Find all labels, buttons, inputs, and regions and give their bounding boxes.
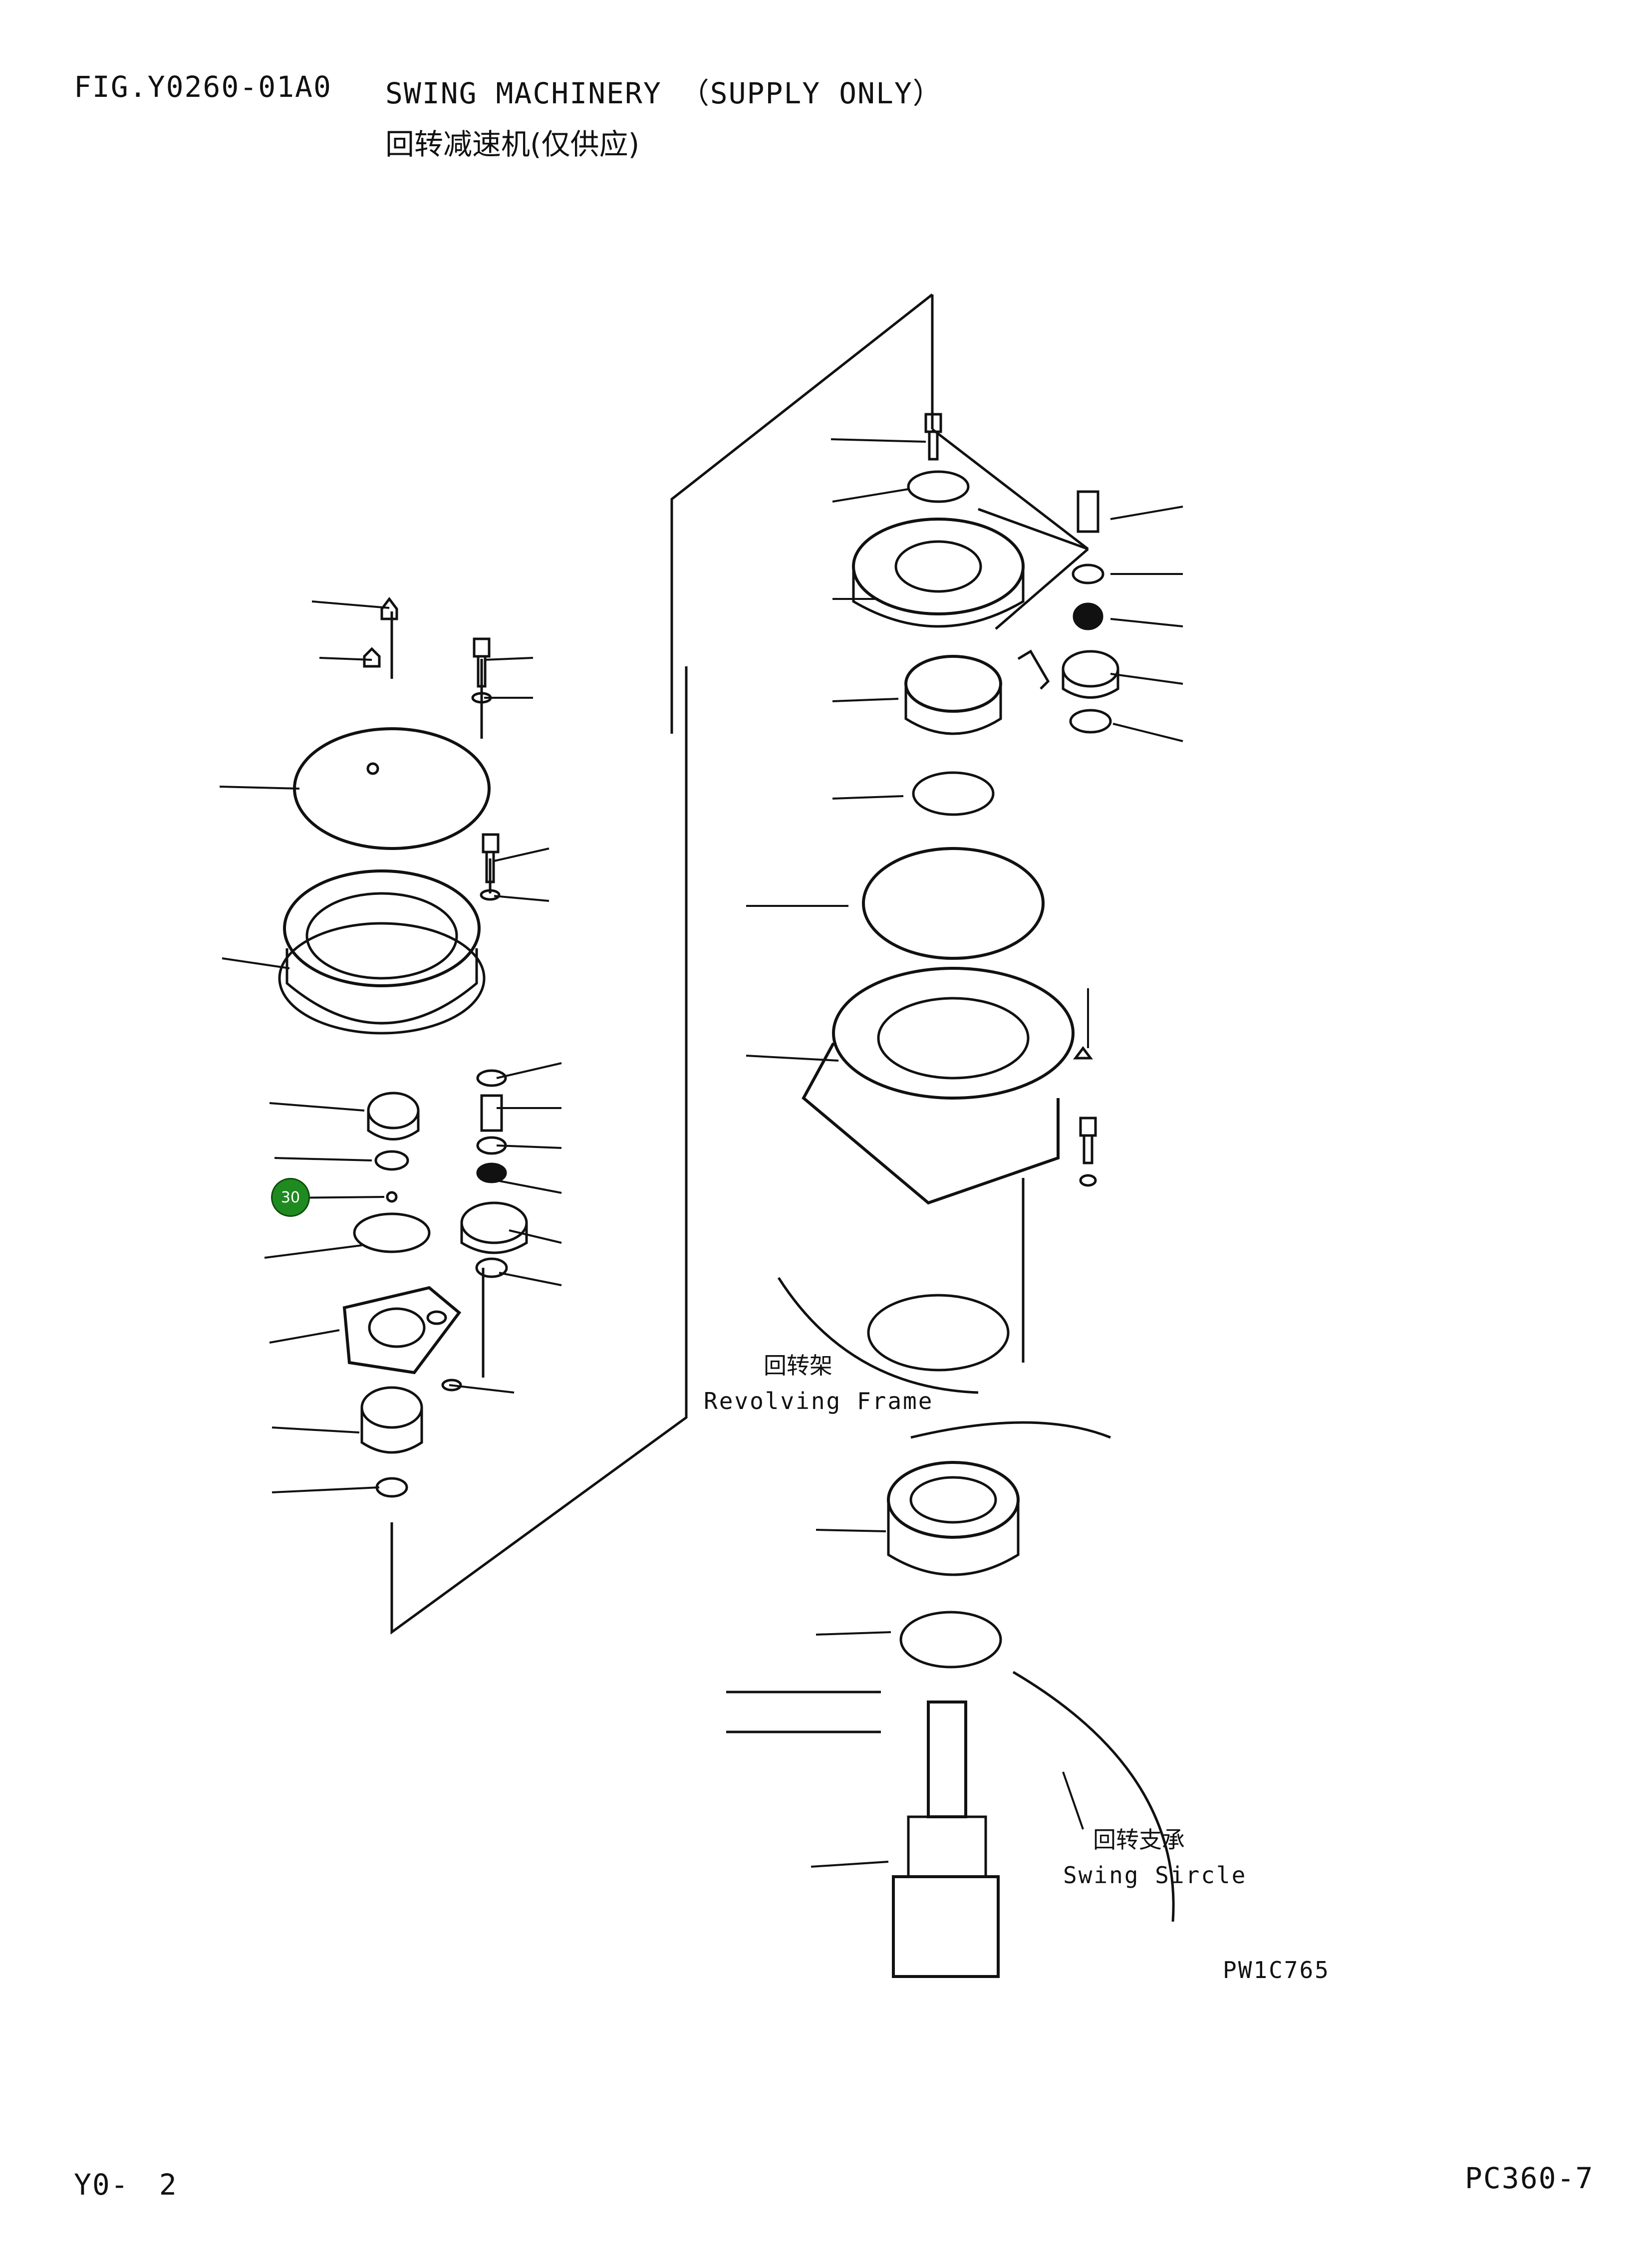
case-flange bbox=[832, 967, 1075, 1100]
figure-title-en: SWING MACHINERY （SUPPLY ONLY） bbox=[385, 76, 943, 110]
washer-upper bbox=[1072, 564, 1104, 584]
page-number: Y0- 2 bbox=[74, 2168, 178, 2202]
pinion-shaft bbox=[927, 1701, 967, 1818]
output-seal bbox=[899, 1611, 1002, 1669]
cover-plate bbox=[293, 727, 491, 850]
carrier-upper bbox=[852, 518, 1025, 615]
swing-circle-label-cn: 回转支承 bbox=[1093, 1826, 1185, 1853]
o-ring-large bbox=[862, 847, 1045, 960]
sun-gear bbox=[360, 1386, 423, 1429]
washer-case bbox=[1079, 1174, 1097, 1187]
thrust-plate bbox=[353, 1212, 431, 1253]
needle-bearing-upper bbox=[1073, 602, 1103, 630]
bolt-housing bbox=[482, 833, 500, 883]
ring-gear-inner bbox=[305, 892, 458, 980]
output-bearing bbox=[887, 1461, 1020, 1539]
cover-hole bbox=[366, 762, 379, 775]
item-30-callout[interactable]: 30 bbox=[271, 1178, 310, 1217]
drawing-code: PW1C765 bbox=[1223, 1957, 1330, 1984]
grease-fitting-upper bbox=[380, 596, 398, 620]
washer-cover bbox=[471, 692, 492, 704]
o-ring-carrier bbox=[441, 1379, 462, 1392]
revolving-frame-label-en: Revolving Frame bbox=[704, 1388, 934, 1415]
ring-gear-flange bbox=[278, 922, 486, 1035]
planet-gear-bearing bbox=[367, 1092, 420, 1130]
washer-lower bbox=[1069, 709, 1112, 734]
grease-fitting-lower bbox=[363, 647, 381, 668]
ball-30 bbox=[386, 1191, 398, 1203]
right-column-parts bbox=[726, 413, 1175, 1978]
machine-model: PC360-7 bbox=[1465, 2161, 1594, 2195]
swing-circle-label-en: Swing Sircle bbox=[1063, 1862, 1247, 1889]
bolt-cover bbox=[473, 637, 491, 688]
washer-housing bbox=[480, 889, 501, 901]
carrier-shaft bbox=[1077, 490, 1100, 533]
thrust-washer bbox=[374, 1150, 409, 1171]
ring-gear-body bbox=[285, 948, 478, 1025]
spacer-washer bbox=[476, 1136, 507, 1155]
left-column-parts bbox=[278, 596, 528, 1498]
snap-ring-lower bbox=[375, 1477, 408, 1498]
case-body bbox=[802, 1042, 1060, 1205]
needle-bearing bbox=[476, 1162, 507, 1183]
pinion-gear bbox=[892, 1875, 1000, 1978]
planet-washer bbox=[475, 1257, 508, 1278]
ring-gear-top bbox=[283, 869, 481, 987]
oil-seal bbox=[912, 771, 995, 816]
bolt-top bbox=[924, 413, 942, 461]
top-washer-plate bbox=[907, 470, 970, 503]
revolving-frame-label-cn: 回转架 bbox=[764, 1352, 832, 1379]
planet-gear bbox=[460, 1201, 528, 1244]
planet-gear-upper bbox=[1062, 650, 1119, 688]
bolt-case bbox=[1079, 1117, 1097, 1164]
assembly-guide-lines bbox=[390, 293, 1089, 1635]
carrier-plate bbox=[342, 1286, 462, 1375]
figure-title-cn: 回转减速机(仅供应) bbox=[385, 127, 640, 161]
spring-pin bbox=[1017, 649, 1050, 690]
roller-bearing bbox=[904, 655, 1002, 713]
drain-plug bbox=[1073, 1046, 1093, 1060]
revolving-frame-opening bbox=[867, 1294, 1010, 1372]
shaft-pin bbox=[480, 1094, 503, 1132]
snap-ring bbox=[476, 1069, 507, 1087]
leader-lines bbox=[219, 438, 1183, 1868]
figure-number: FIG.Y0260-01A0 bbox=[74, 70, 332, 104]
